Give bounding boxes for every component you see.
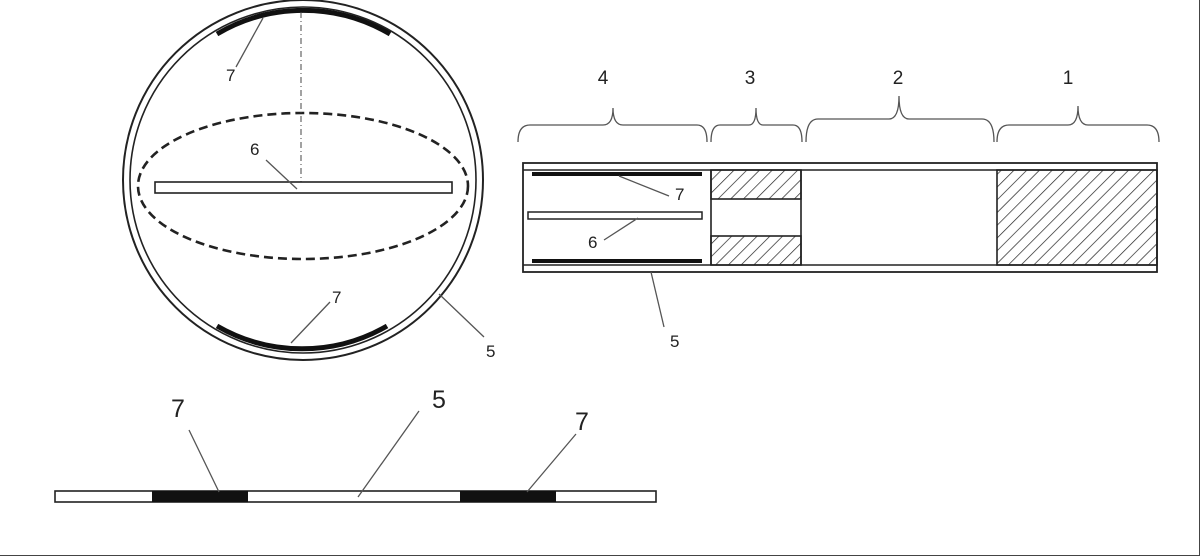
leader-flat-sheet	[357, 410, 420, 498]
hatched-block-upper	[710, 169, 802, 200]
flat-band-left	[152, 491, 248, 502]
brace-section-4	[517, 107, 708, 143]
test-strip	[154, 181, 453, 194]
flat-unrolled-view: 7 5 7	[54, 386, 657, 503]
label-flat-sheet: 5	[432, 386, 446, 414]
leader-side-housing	[650, 271, 665, 328]
hatched-pad-section-1	[996, 169, 1158, 266]
leader-side-band	[618, 175, 670, 197]
longitudinal-side-view: 4 3 2 1 7 6 5	[517, 68, 1160, 351]
brace-section-1	[996, 105, 1160, 143]
leader-side-strip	[603, 217, 639, 241]
housing-inner-circle	[129, 6, 477, 354]
section-label-3: 3	[745, 68, 756, 89]
brace-section-3	[710, 107, 803, 143]
leader-strip	[265, 159, 298, 190]
side-test-strip	[527, 211, 703, 220]
label-band-top: 7	[226, 66, 235, 85]
brace-section-2	[805, 95, 995, 143]
label-flat-band-left: 7	[171, 395, 185, 423]
section-label-4: 4	[598, 68, 609, 89]
label-band-bottom: 7	[332, 288, 341, 307]
circular-cross-section: 7 6 7 5	[122, 0, 495, 361]
leader-top-band	[235, 17, 264, 68]
label-housing: 5	[486, 342, 495, 361]
housing-outer-circle	[122, 0, 484, 361]
label-strip: 6	[250, 140, 259, 159]
label-side-housing: 5	[670, 332, 679, 351]
leader-flat-band-left	[188, 429, 220, 493]
leader-flat-band-right	[526, 433, 577, 493]
bottom-band	[215, 323, 389, 352]
dashed-region-ellipse	[136, 111, 470, 261]
label-flat-band-right: 7	[575, 408, 589, 436]
top-band	[215, 7, 392, 37]
leader-housing	[438, 293, 485, 338]
leader-bottom-band	[290, 301, 331, 344]
label-side-band: 7	[675, 185, 684, 204]
flat-sheet	[54, 490, 657, 503]
label-side-strip: 6	[588, 233, 597, 252]
section-label-2: 2	[893, 68, 904, 89]
section-label-1: 1	[1063, 68, 1074, 89]
hatched-block-lower	[710, 235, 802, 266]
flat-band-right	[460, 491, 556, 502]
